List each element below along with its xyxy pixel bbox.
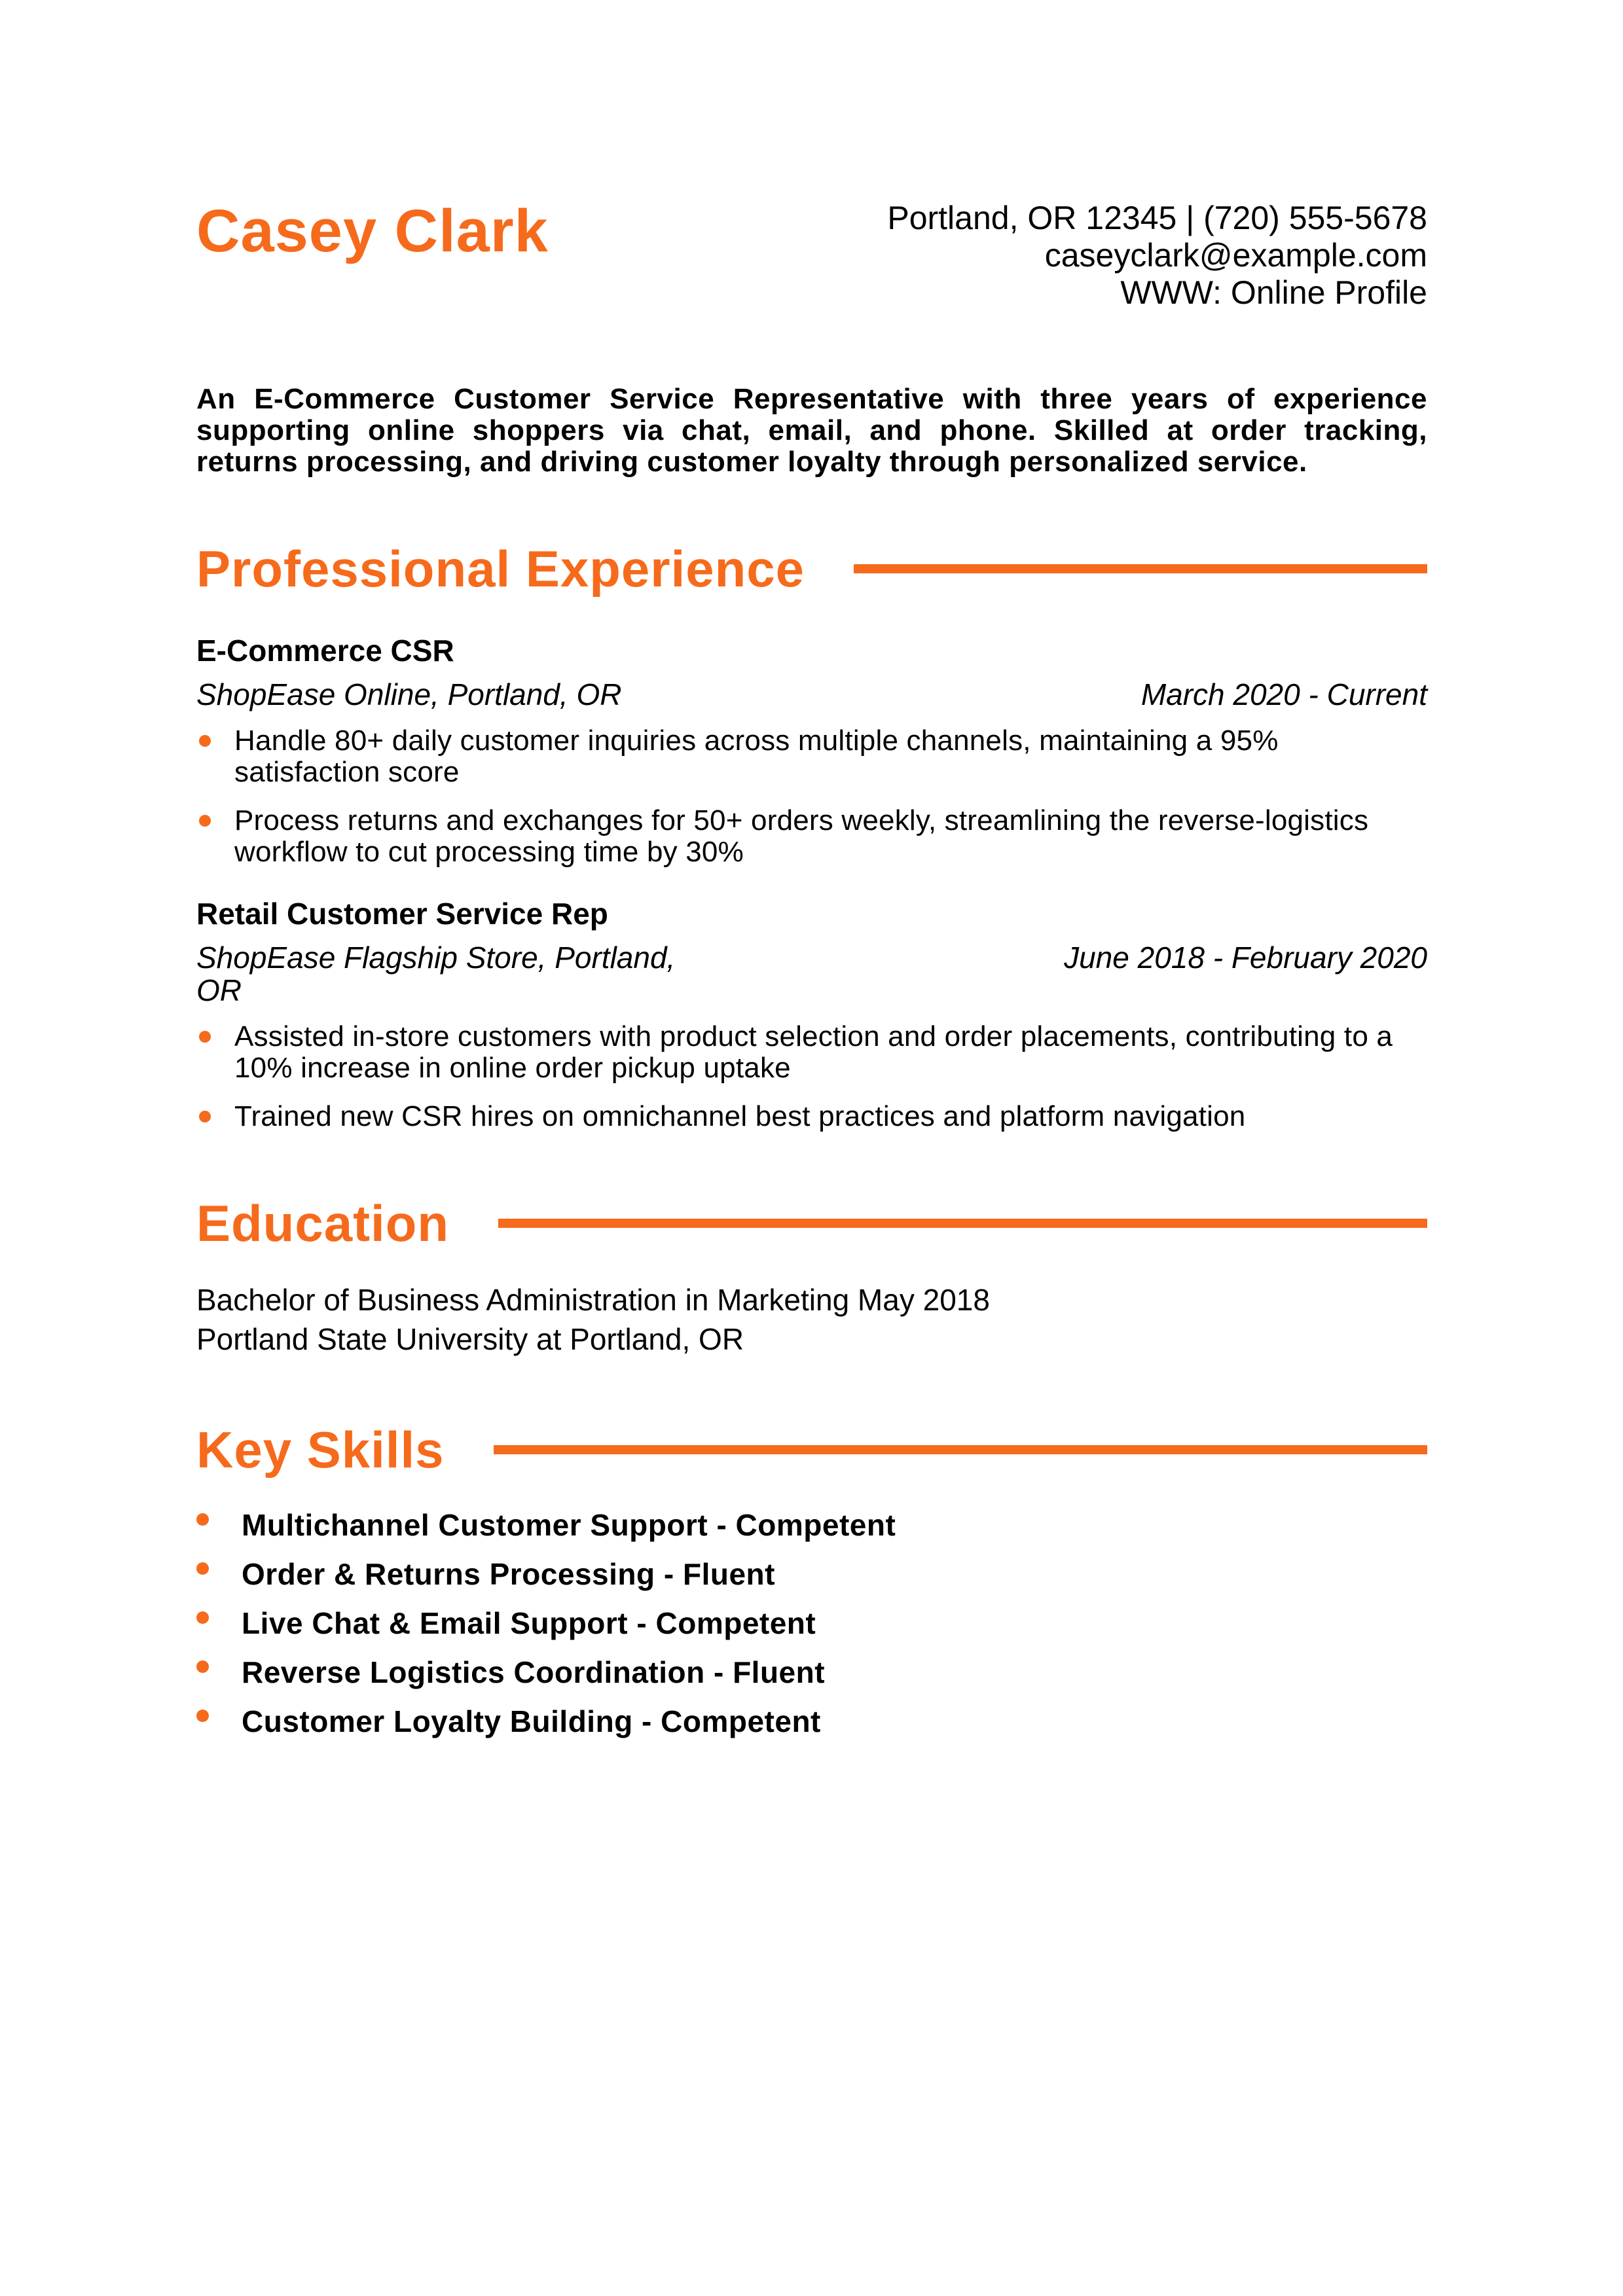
- list-item: Customer Loyalty Building - Competent: [196, 1706, 1427, 1737]
- job-company: ShopEase Flagship Store, Portland, OR: [196, 941, 676, 1007]
- education-section-header: Education: [196, 1198, 1427, 1249]
- education-degree: Bachelor of Business Administration in M…: [196, 1283, 990, 1317]
- list-item: Assisted in-store customers with product…: [196, 1021, 1427, 1084]
- education-section-rule: [498, 1219, 1427, 1228]
- job-meta-row: ShopEase Online, Portland, OR March 2020…: [196, 678, 1427, 711]
- professional-summary: An E-Commerce Customer Service Represent…: [196, 383, 1427, 478]
- job-entry: Retail Customer Service Rep ShopEase Fla…: [196, 898, 1427, 1132]
- education-details: Bachelor of Business Administration in M…: [196, 1280, 1427, 1359]
- bullet-icon: [196, 1710, 209, 1722]
- skills-section-title: Key Skills: [196, 1421, 445, 1479]
- list-item: Multichannel Customer Support - Competen…: [196, 1509, 1427, 1541]
- bullet-text: Assisted in-store customers with product…: [234, 1020, 1393, 1084]
- education-section-title: Education: [196, 1194, 450, 1252]
- job-bullet-list: Handle 80+ daily customer inquiries acro…: [196, 725, 1427, 868]
- bullet-icon: [196, 1513, 209, 1526]
- bullet-text: Trained new CSR hires on omnichannel bes…: [234, 1100, 1246, 1132]
- bullet-text: Process returns and exchanges for 50+ or…: [234, 804, 1369, 868]
- skills-list: Multichannel Customer Support - Competen…: [196, 1509, 1427, 1737]
- experience-section-title: Professional Experience: [196, 540, 805, 598]
- job-title: E-Commerce CSR: [196, 634, 454, 668]
- bullet-icon: [196, 1611, 209, 1624]
- bullet-icon: [199, 735, 211, 747]
- skill-text: Customer Loyalty Building - Competent: [242, 1704, 821, 1738]
- contact-website: WWW: Online Profile: [1120, 274, 1427, 311]
- experience-section-rule: [854, 564, 1427, 573]
- bullet-icon: [196, 1660, 209, 1673]
- skill-text: Reverse Logistics Coordination - Fluent: [242, 1655, 826, 1689]
- skill-text: Multichannel Customer Support - Competen…: [242, 1508, 896, 1542]
- job-meta-row: ShopEase Flagship Store, Portland, OR Ju…: [196, 941, 1427, 1007]
- candidate-name: Casey Clark: [196, 198, 549, 264]
- job-entry: E-Commerce CSR ShopEase Online, Portland…: [196, 635, 1427, 868]
- list-item: Process returns and exchanges for 50+ or…: [196, 805, 1427, 868]
- contact-location-phone: Portland, OR 12345 | (720) 555-5678: [887, 200, 1427, 236]
- job-company: ShopEase Online, Portland, OR: [196, 677, 622, 711]
- header: Casey Clark Portland, OR 12345 | (720) 5…: [196, 200, 1427, 312]
- list-item: Trained new CSR hires on omnichannel bes…: [196, 1101, 1427, 1132]
- skill-text: Live Chat & Email Support - Competent: [242, 1606, 816, 1640]
- job-bullet-list: Assisted in-store customers with product…: [196, 1021, 1427, 1132]
- list-item: Live Chat & Email Support - Competent: [196, 1607, 1427, 1639]
- list-item: Handle 80+ daily customer inquiries acro…: [196, 725, 1427, 788]
- list-item: Order & Returns Processing - Fluent: [196, 1558, 1427, 1590]
- bullet-text: Handle 80+ daily customer inquiries acro…: [234, 725, 1279, 788]
- contact-email: caseyclark@example.com: [1044, 237, 1427, 274]
- list-item: Reverse Logistics Coordination - Fluent: [196, 1657, 1427, 1688]
- experience-section-header: Professional Experience: [196, 543, 1427, 594]
- skills-section-header: Key Skills: [196, 1424, 1427, 1475]
- bullet-icon: [199, 1111, 211, 1122]
- bullet-icon: [199, 1031, 211, 1043]
- bullet-icon: [199, 815, 211, 827]
- skill-text: Order & Returns Processing - Fluent: [242, 1557, 775, 1591]
- job-dates: June 2018 - February 2020: [1064, 941, 1427, 975]
- skills-section-rule: [493, 1445, 1427, 1454]
- education-school: Portland State University at Portland, O…: [196, 1322, 744, 1356]
- job-dates: March 2020 - Current: [1140, 677, 1427, 711]
- bullet-icon: [196, 1562, 209, 1575]
- contact-block: Portland, OR 12345 | (720) 555-5678 case…: [887, 200, 1427, 312]
- job-title: Retail Customer Service Rep: [196, 897, 608, 931]
